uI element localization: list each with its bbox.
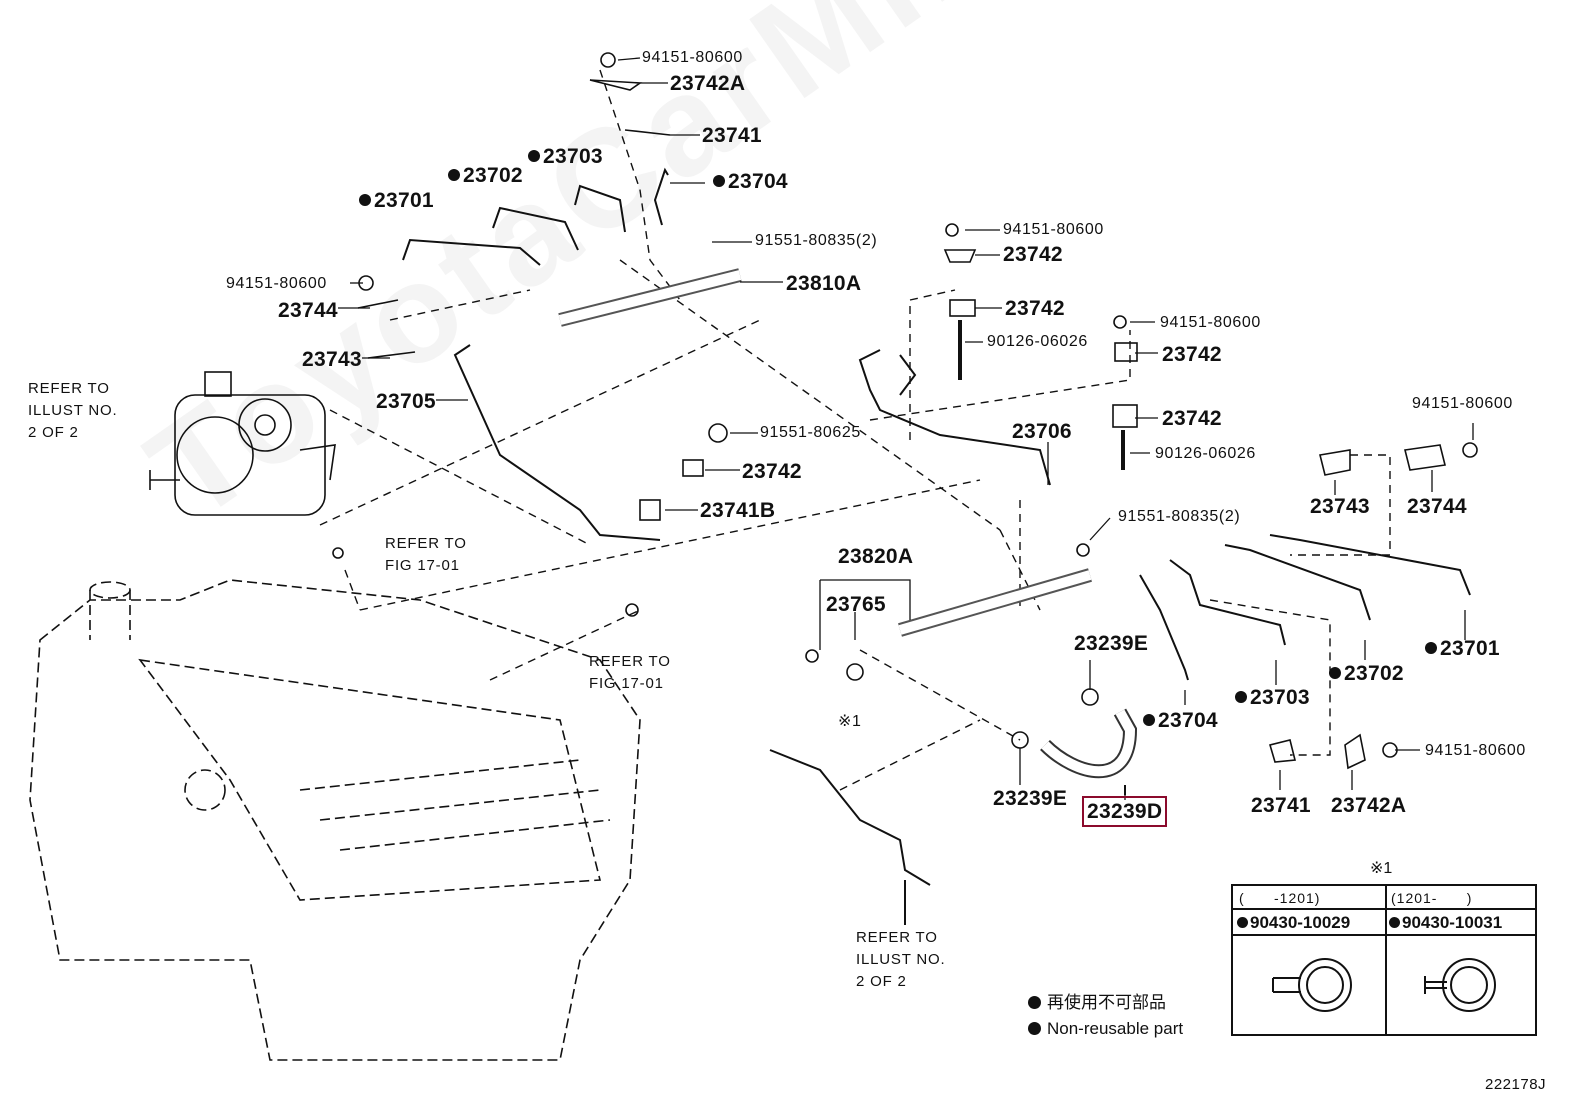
fuel-lines-upper [402,167,1471,925]
label-23705: 23705 [376,390,436,413]
column-1-part: 90430-10029 [1233,910,1385,936]
column-1-header: ( -1201) [1233,886,1385,910]
label-23742-a: 23742 [1003,243,1063,266]
refer-fig-b: REFER TO FIG 17-01 [589,653,671,692]
label-90126-06026-b: 90126-06026 [1155,445,1256,462]
label-23765: 23765 [826,593,886,616]
label-23742-d: 23742 [1162,407,1222,430]
reference-lines [319,69,1391,791]
variant-column-1: ( -1201) 90430-10029 [1233,886,1387,1034]
label-94151-80600-mid: 94151-80600 [1003,221,1104,238]
label-23742-mid: 23742 [742,460,802,483]
label-23744-left: 23744 [278,299,338,322]
label-94151-80600-top: 94151-80600 [642,49,743,66]
label-23742A-right: 23742A [1331,794,1407,817]
label-91551-80625: 91551-80625 [760,424,861,441]
non-reusable-dot-icon [1237,917,1248,928]
label-23239E-top: 23239E [1074,632,1149,655]
column-2-header: (1201- ) [1385,886,1537,910]
label-23741-top: 23741 [702,124,762,147]
non-reusable-dot-icon [1235,691,1247,703]
variant-table: ( -1201) 90430-10029 (1201- ) 90430-1003… [1231,884,1537,1036]
label-23741-right: 23741 [1251,794,1311,817]
refer-fig-a: REFER TO FIG 17-01 [385,535,467,574]
legend-line-jp: 再使用不可部品 [1028,990,1183,1016]
engine-block-outline [29,579,641,1061]
non-reusable-dot-icon [1028,1022,1041,1035]
legend-line-en: Non-reusable part [1028,1016,1183,1042]
label-23743-right: 23743 [1310,495,1370,518]
label-23701: 23701 [359,190,434,211]
label-23820A: 23820A [838,545,914,568]
non-reusable-dot-icon [1143,714,1155,726]
label-23703-right: 23703 [1235,687,1310,708]
label-23704: 23704 [713,171,788,192]
label-23704-right: 23704 [1143,710,1218,731]
label-23702-right: 23702 [1329,663,1404,684]
label-23810A: 23810A [786,272,862,295]
label-23239D-highlighted[interactable]: 23239D [1081,796,1168,827]
non-reusable-dot-icon [528,150,540,162]
non-reusable-dot-icon [1389,917,1400,928]
non-reusable-dot-icon [448,169,460,181]
label-91551-80835-2-top: 91551-80835(2) [755,232,878,249]
leader-lines [338,57,1474,800]
column-2-part: 90430-10031 [1385,910,1537,936]
label-23239E-bottom: 23239E [993,787,1068,810]
label-90126-06026-a: 90126-06026 [987,333,1088,350]
label-23702: 23702 [448,165,523,186]
washer-with-tab-icon [1424,958,1496,1012]
label-23742-c: 23742 [1162,343,1222,366]
label-94151-80600-mid2: 94151-80600 [1160,314,1261,331]
label-94151-80600-left: 94151-80600 [226,275,327,292]
label-23701-right: 23701 [1425,638,1500,659]
refer-illust-bottom: REFER TO ILLUST NO. 2 OF 2 [856,929,946,990]
label-23706: 23706 [1012,420,1072,443]
table-note-mark: ※1 [1370,860,1393,877]
non-reusable-dot-icon [1329,667,1341,679]
illustration-code: 222178J [1485,1076,1547,1093]
legend: 再使用不可部品 Non-reusable part [1028,990,1183,1042]
label-23741B: 23741B [700,499,776,522]
label-note1-mark: ※1 [838,713,862,730]
label-23742-b: 23742 [1005,297,1065,320]
label-94151-80600-right: 94151-80600 [1412,395,1513,412]
refer-illust-left: REFER TO ILLUST NO. 2 OF 2 [28,380,118,441]
label-23744-right: 23744 [1407,495,1467,518]
non-reusable-dot-icon [713,175,725,187]
washer-icon [1272,958,1352,1012]
small-parts [332,52,1478,770]
label-23743-left: 23743 [302,348,362,371]
label-23703: 23703 [528,146,603,167]
non-reusable-dot-icon [1028,996,1041,1009]
label-91551-80835-2-right: 91551-80835(2) [1118,508,1241,525]
non-reusable-dot-icon [1425,642,1437,654]
label-23742A-top: 23742A [670,72,746,95]
label-94151-80600-br: 94151-80600 [1425,742,1526,759]
fuel-pump-sketch [149,371,336,516]
variant-column-2: (1201- ) 90430-10031 [1385,886,1537,1034]
non-reusable-dot-icon [359,194,371,206]
